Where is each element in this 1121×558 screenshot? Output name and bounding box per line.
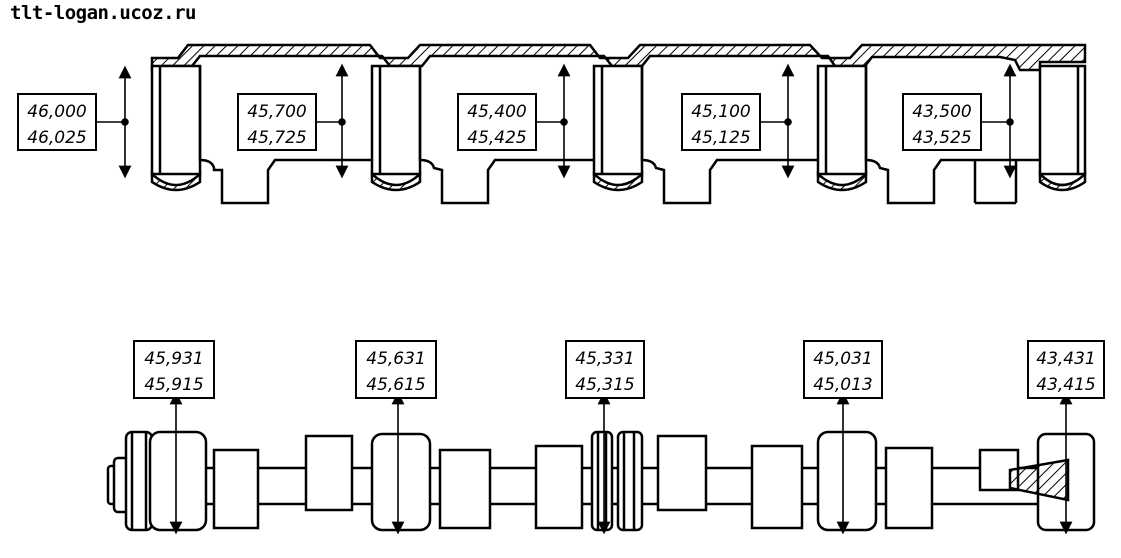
svg-text:45,700: 45,700 bbox=[247, 102, 306, 122]
camshaft bbox=[106, 430, 1096, 532]
svg-text:45,725: 45,725 bbox=[247, 128, 306, 148]
housing-bore-label-2: 45,700 45,725 bbox=[237, 93, 317, 151]
svg-text:45,915: 45,915 bbox=[144, 375, 203, 395]
housing-bore-label-4: 45,100 45,125 bbox=[681, 93, 761, 151]
housing-dimension-arrows bbox=[96, 63, 1017, 179]
svg-text:46,000: 46,000 bbox=[27, 102, 86, 122]
journal-diameter-label-3: 45,331 45,315 bbox=[565, 340, 645, 399]
svg-text:45,125: 45,125 bbox=[691, 128, 750, 148]
svg-text:43,431: 43,431 bbox=[1036, 349, 1095, 369]
svg-text:43,525: 43,525 bbox=[912, 128, 971, 148]
housing-bore-label-1: 46,000 46,025 bbox=[17, 93, 97, 151]
journal-diameter-label-1: 45,931 45,915 bbox=[133, 340, 215, 399]
svg-text:45,615: 45,615 bbox=[366, 375, 425, 395]
svg-text:45,425: 45,425 bbox=[467, 128, 526, 148]
journal-diameter-label-4: 45,031 45,013 bbox=[803, 340, 883, 399]
camshaft-housing bbox=[150, 43, 1087, 205]
housing-bore-label-3: 45,400 45,425 bbox=[457, 93, 537, 151]
svg-text:45,100: 45,100 bbox=[691, 102, 750, 122]
svg-text:45,031: 45,031 bbox=[813, 349, 872, 369]
journal-diameter-label-5: 43,431 43,415 bbox=[1027, 340, 1105, 399]
svg-text:45,631: 45,631 bbox=[366, 349, 425, 369]
svg-text:45,013: 45,013 bbox=[813, 375, 872, 395]
watermark: tlt-logan.ucoz.ru bbox=[10, 2, 196, 24]
svg-text:43,415: 43,415 bbox=[1036, 375, 1095, 395]
journal-dimension-arrows bbox=[169, 391, 1073, 535]
svg-text:45,400: 45,400 bbox=[467, 102, 526, 122]
housing-bore-label-5: 43,500 43,525 bbox=[902, 93, 982, 151]
svg-text:43,500: 43,500 bbox=[912, 102, 971, 122]
journal-diameter-label-2: 45,631 45,615 bbox=[355, 340, 437, 399]
svg-text:45,331: 45,331 bbox=[575, 349, 634, 369]
housing-top-wall bbox=[150, 43, 1087, 72]
svg-text:45,315: 45,315 bbox=[575, 375, 634, 395]
svg-text:46,025: 46,025 bbox=[27, 128, 86, 148]
svg-text:45,931: 45,931 bbox=[144, 349, 203, 369]
